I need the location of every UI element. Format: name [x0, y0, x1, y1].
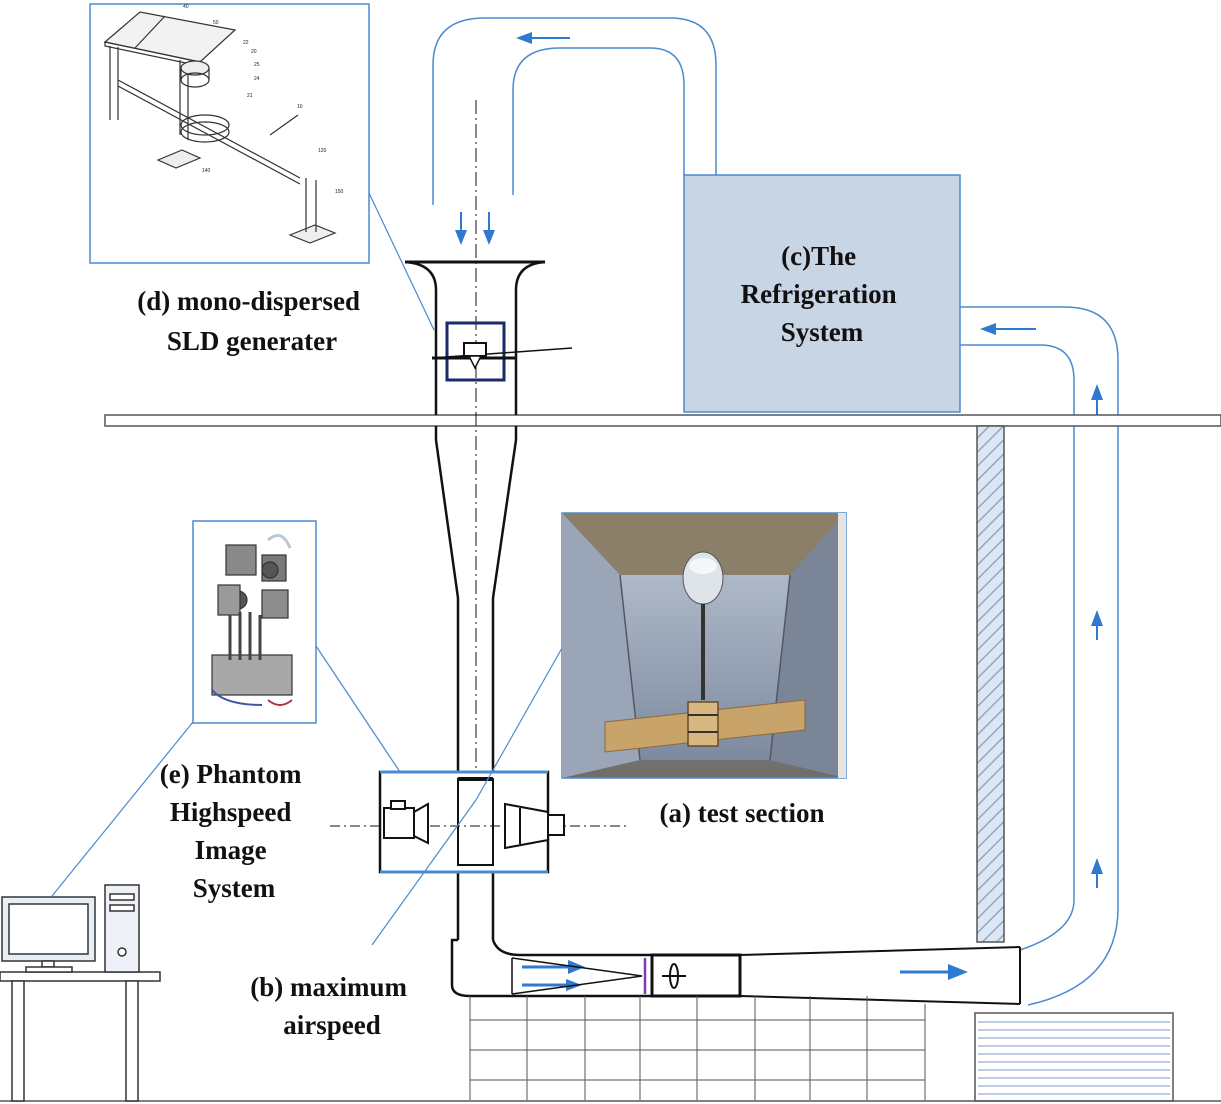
part-number: 40 [183, 4, 189, 10]
vertical-tunnel [404, 260, 652, 998]
part-number: 10 [297, 104, 303, 110]
flow-arrow-up-1 [1091, 384, 1103, 415]
test-section-label: (a) test section [660, 798, 825, 828]
camera-label-line-1: (e) Phantom [160, 759, 302, 789]
generator-label: (d) mono-dispersed SLD generater [137, 286, 367, 356]
generator-label-line-2: SLD generater [167, 326, 337, 356]
airspeed-label-line-2: airspeed [283, 1010, 381, 1040]
airspeed-label-line-1: (b) maximum [250, 972, 407, 1002]
airspeed-label: (b) maximum airspeed [250, 972, 414, 1040]
floor-platform [104, 414, 1221, 427]
light-source [504, 802, 565, 850]
spray-bar [431, 347, 573, 359]
flow-arrows [455, 32, 1103, 991]
inset-test-section-photo [561, 512, 847, 779]
part-number: 120 [318, 148, 327, 154]
part-number: 25 [254, 62, 260, 68]
generator-label-line-1: (d) mono-dispersed [137, 286, 360, 316]
flow-arrow-up-2 [1091, 610, 1103, 640]
nozzle-tip [467, 355, 483, 370]
base-grid [469, 996, 926, 1100]
diffuser [739, 946, 1021, 1005]
refrigeration-label-line-1: (c)The [781, 241, 856, 271]
desk-leg-left [11, 980, 25, 1102]
desk-leg-right [125, 980, 139, 1102]
refrigeration-label-line-3: System [781, 317, 864, 347]
flow-arrow-into-refrigeration [980, 323, 1036, 335]
part-number: 20 [251, 49, 257, 55]
fan-section [511, 953, 742, 998]
callout-lines [51, 192, 563, 946]
part-number: 24 [254, 76, 260, 82]
part-number: 22 [243, 40, 249, 46]
flow-arrow-top [516, 32, 570, 44]
highspeed-camera [383, 800, 429, 845]
return-duct-right [960, 306, 1119, 1006]
refrigeration-box [683, 174, 961, 413]
desk-top [0, 971, 161, 982]
return-duct-top [432, 17, 717, 205]
part-number: 21 [247, 93, 253, 99]
flow-arrow-diffuser [900, 964, 968, 980]
camera-label-line-3: Image [195, 835, 267, 865]
camera-label-line-4: System [193, 873, 276, 903]
sld-generator-box [445, 321, 506, 382]
flow-arrow-down-left [455, 212, 467, 245]
part-number: 50 [213, 20, 219, 26]
computer-workstation [0, 884, 161, 1102]
part-number: 150 [335, 189, 344, 195]
flow-arrow-down-right [483, 212, 495, 245]
nozzle-body [463, 342, 487, 357]
flow-arrows-nozzle [522, 960, 585, 991]
refrigeration-label: (c)The Refrigeration System [741, 241, 904, 347]
refrigeration-label-line-2: Refrigeration [741, 279, 897, 309]
camera-label-line-2: Highspeed [170, 797, 292, 827]
test-section-window [457, 778, 494, 866]
flow-arrow-up-3 [1091, 858, 1103, 888]
support-column [976, 425, 1005, 943]
inset-generator-sketch: 40 50 22 20 25 24 21 10 120 140 150 [89, 3, 370, 264]
part-numbers: 40 50 22 20 25 24 21 10 120 140 150 [183, 4, 344, 195]
part-number: 140 [202, 168, 211, 174]
inset-camera-photo [192, 520, 317, 724]
camera-label: (e) Phantom Highspeed Image System [160, 759, 308, 903]
striped-block [974, 1012, 1174, 1102]
